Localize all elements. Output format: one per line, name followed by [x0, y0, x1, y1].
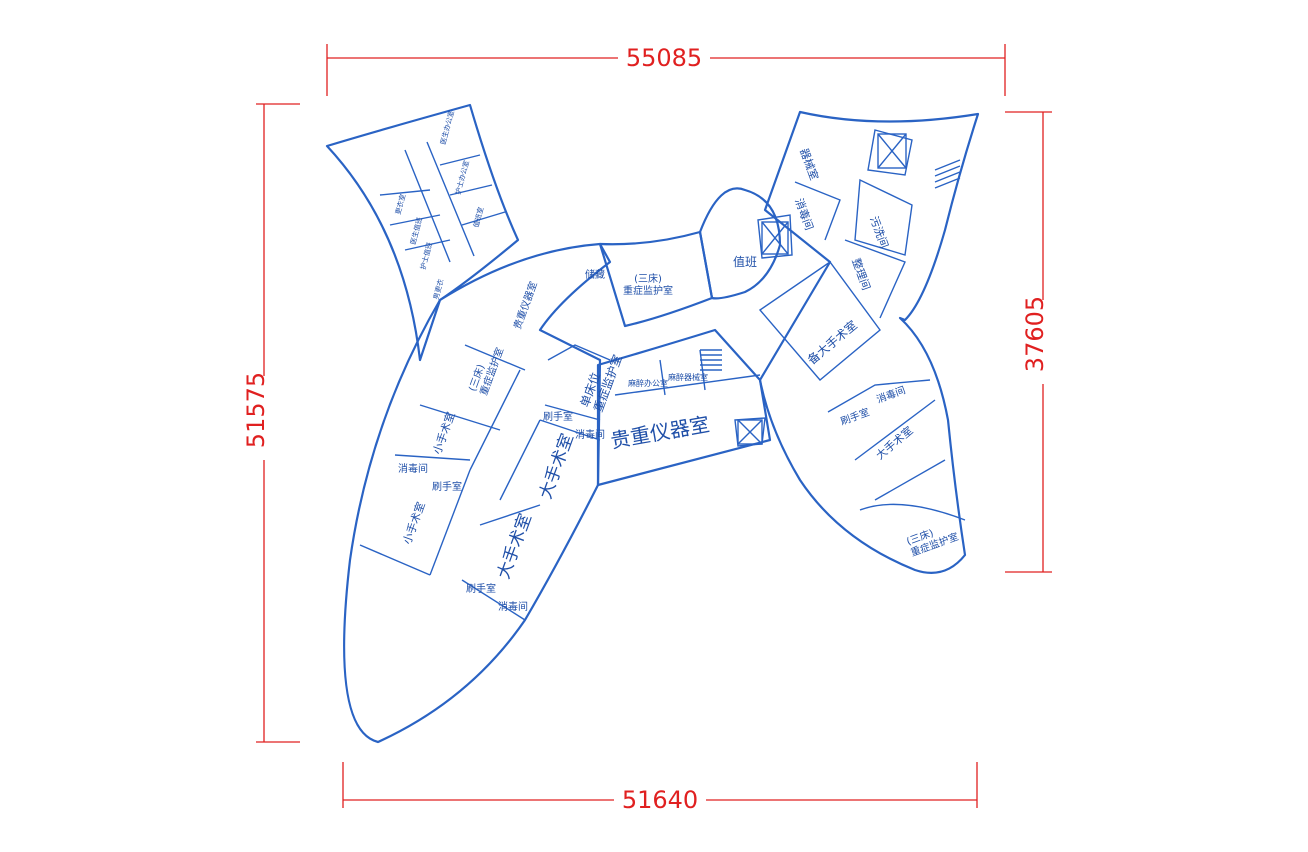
room-disinfect-upper: 消毒间 — [792, 196, 816, 232]
room-small-op-2: 小手术室 — [400, 500, 428, 546]
room-wing-6: 护士值班 — [418, 241, 434, 270]
room-monitor-right: (三床)重症监护室 — [905, 519, 961, 560]
dimension-top: 55085 — [326, 44, 1006, 96]
room-large-op-2: 大手术室 — [494, 511, 536, 582]
room-disinfect-3: 消毒间 — [575, 428, 605, 441]
room-disinfect-right: 消毒间 — [875, 383, 908, 405]
room-precious-main: 贵重仪器室 — [609, 412, 712, 453]
elevator-icon — [737, 419, 763, 445]
room-labels: 值班 (三床)重症监护室 储藏 贵重仪器室 (三床)重症监护室 小手术室 小手术… — [393, 109, 960, 613]
room-large-op-1: 大手术室 — [536, 431, 578, 502]
room-anesthesia-office: 麻醉办公室 — [628, 378, 668, 388]
dimension-bottom-value: 51640 — [622, 786, 698, 814]
room-sort: 整理间 — [849, 256, 873, 292]
room-wing-3: 值班室 — [471, 206, 485, 229]
room-wing-1: 医生办公室 — [438, 109, 456, 145]
room-small-op-1: 小手术室 — [430, 410, 458, 456]
room-wash-2: 刷手室 — [466, 582, 496, 595]
room-standby-large-op: 备大手术室 — [804, 317, 860, 367]
room-large-op-right: 大手术室 — [873, 423, 916, 462]
room-duty: 值班 — [733, 254, 757, 269]
stairs-icon — [934, 159, 961, 189]
dimension-left: 51575 — [242, 103, 300, 743]
room-storage: 储藏 — [585, 268, 605, 281]
room-wash-3: 刷手室 — [543, 410, 573, 423]
room-precious-small: 贵重仪器室 — [511, 280, 540, 331]
dimension-left-value: 51575 — [242, 372, 270, 448]
room-monitor-left: (三床)重症监护室 — [466, 342, 507, 398]
elevator-icon — [761, 221, 789, 255]
room-monitor-center: (三床)重症监护室 — [623, 272, 673, 297]
room-disinfect-2: 消毒间 — [498, 600, 528, 613]
building-outline — [325, 103, 980, 744]
dimension-right-value: 37605 — [1021, 296, 1049, 372]
room-single-bed: 单床位重症监护室 — [577, 347, 625, 413]
room-wash-1: 刷手室 — [432, 480, 462, 493]
room-wing-4: 更衣室 — [393, 193, 407, 216]
dimension-right: 37605 — [1005, 111, 1057, 573]
stairs-icon — [700, 349, 722, 371]
room-instruments: 器械室 — [797, 146, 821, 182]
room-wash-right: 刷手室 — [839, 405, 872, 427]
interior-walls — [359, 129, 966, 621]
room-disinfect-1: 消毒间 — [398, 462, 428, 475]
dimension-bottom: 51640 — [342, 762, 978, 814]
elevator-icon — [877, 133, 907, 169]
room-anesthesia-equip: 麻醉器械室 — [668, 372, 708, 382]
dimension-top-value: 55085 — [626, 44, 702, 72]
